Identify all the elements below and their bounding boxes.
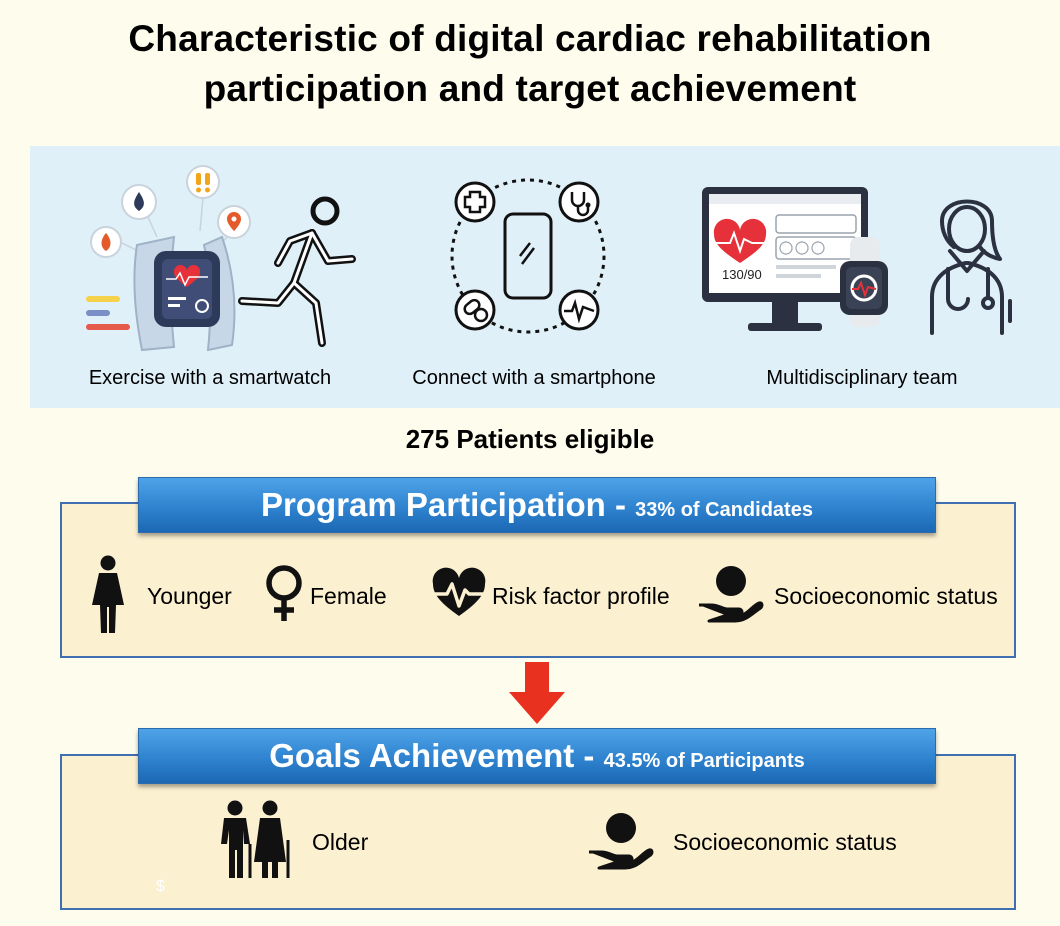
tool-caption-team: Multidisciplinary team xyxy=(766,367,958,389)
heart-pulse-icon xyxy=(432,567,486,616)
pills-icon xyxy=(454,289,496,331)
drop-bubble-icon xyxy=(121,184,157,220)
medical-cross-icon xyxy=(454,181,496,223)
hand-person-icon xyxy=(699,566,764,623)
goals-heading: Goals Achievement xyxy=(269,737,575,774)
alert-bubble-icon xyxy=(186,165,220,199)
monitor-icon: 130/90 xyxy=(702,187,868,331)
ecg-icon xyxy=(558,289,600,331)
title-line-1: Characteristic of digital cardiac rehabi… xyxy=(128,18,932,59)
person-icon xyxy=(92,555,124,633)
smartphone-network-icon xyxy=(450,178,606,334)
female-symbol-icon xyxy=(266,565,302,621)
participation-item-socioeconomic: Socioeconomic status xyxy=(774,583,998,609)
tool-caption-smartwatch: Exercise with a smartwatch xyxy=(88,367,332,389)
stethoscope-icon xyxy=(558,181,600,223)
participation-banner: Program Participation - 33% of Candidate… xyxy=(138,477,936,533)
smartwatch-runner-icon xyxy=(86,165,356,352)
hand-person-icon xyxy=(589,813,654,870)
participation-item-younger: Younger xyxy=(147,583,232,609)
title-line-2: participation and target achievement xyxy=(203,68,857,109)
participation-heading: Program Participation xyxy=(261,486,606,523)
elderly-couple-icon xyxy=(221,800,290,878)
goals-banner: Goals Achievement - 43.5% of Participant… xyxy=(138,728,936,784)
watch-icon xyxy=(840,237,888,327)
doctor-icon xyxy=(930,199,1012,335)
location-bubble-icon xyxy=(217,205,251,239)
goals-subheading: 43.5% of Participants xyxy=(603,750,805,772)
eligible-count: 275 Patients eligible xyxy=(405,424,655,454)
participation-item-risk: Risk factor profile xyxy=(492,583,670,609)
footnote-mark: $ xyxy=(156,878,165,895)
goals-item-socioeconomic: Socioeconomic status xyxy=(673,829,897,855)
participation-separator: - xyxy=(605,486,636,523)
participation-subheading: 33% of Candidates xyxy=(635,499,813,521)
tool-caption-smartphone: Connect with a smartphone xyxy=(412,367,656,389)
flame-bubble-icon xyxy=(90,226,122,258)
page-title: Characteristic of digital cardiac rehabi… xyxy=(0,14,1060,114)
goals-item-older: Older xyxy=(312,829,369,855)
monitor-doctor-icon: 130/90 xyxy=(702,187,1012,335)
goals-separator: - xyxy=(574,737,604,774)
participation-item-female: Female xyxy=(310,583,387,609)
down-arrow-icon xyxy=(509,662,565,724)
blood-pressure-readout: 130/90 xyxy=(722,267,762,282)
